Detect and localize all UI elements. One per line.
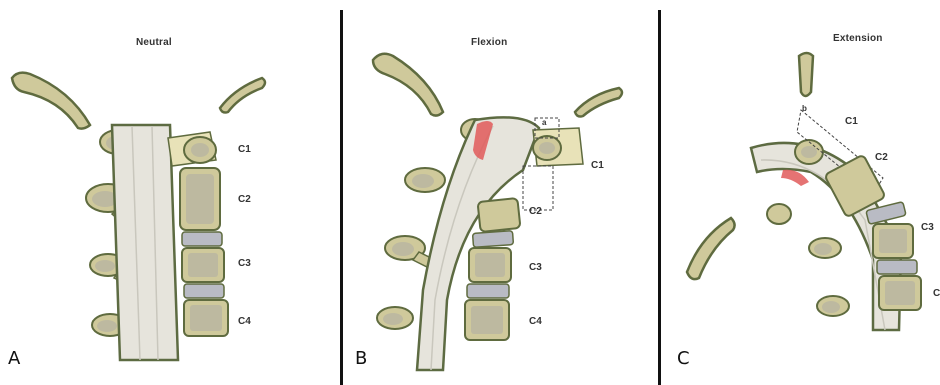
extension-spine-illustration	[661, 0, 940, 385]
level-label-c3: C3	[238, 258, 251, 269]
panel-letter: A	[8, 348, 20, 369]
level-label-c3: C3	[921, 222, 934, 233]
panel-letter: B	[355, 348, 367, 369]
level-label-c1: C1	[238, 144, 251, 155]
level-label-c2: C2	[238, 194, 251, 205]
level-label-c2: C2	[875, 152, 888, 163]
level-label-c1: C1	[845, 116, 858, 127]
level-label-c1: C1	[591, 160, 604, 171]
neutral-spine-illustration	[0, 0, 340, 385]
level-label-c4: C	[933, 288, 940, 299]
panel-neutral: Neutral C1 C2 C3 C4 A	[0, 0, 340, 385]
marker-label: a	[542, 118, 546, 127]
marker-label: b	[802, 104, 807, 113]
flexion-spine-illustration	[343, 0, 658, 385]
level-label-c3: C3	[529, 262, 542, 273]
panel-letter: C	[677, 348, 690, 369]
level-label-c4: C4	[529, 316, 542, 327]
panel-flexion: Flexion a C1 C2 C3 C4	[343, 0, 658, 385]
level-label-c2: C2	[529, 206, 542, 217]
panel-extension: Extension b C1 C2 C3 C C	[661, 0, 940, 385]
level-label-c4: C4	[238, 316, 251, 327]
